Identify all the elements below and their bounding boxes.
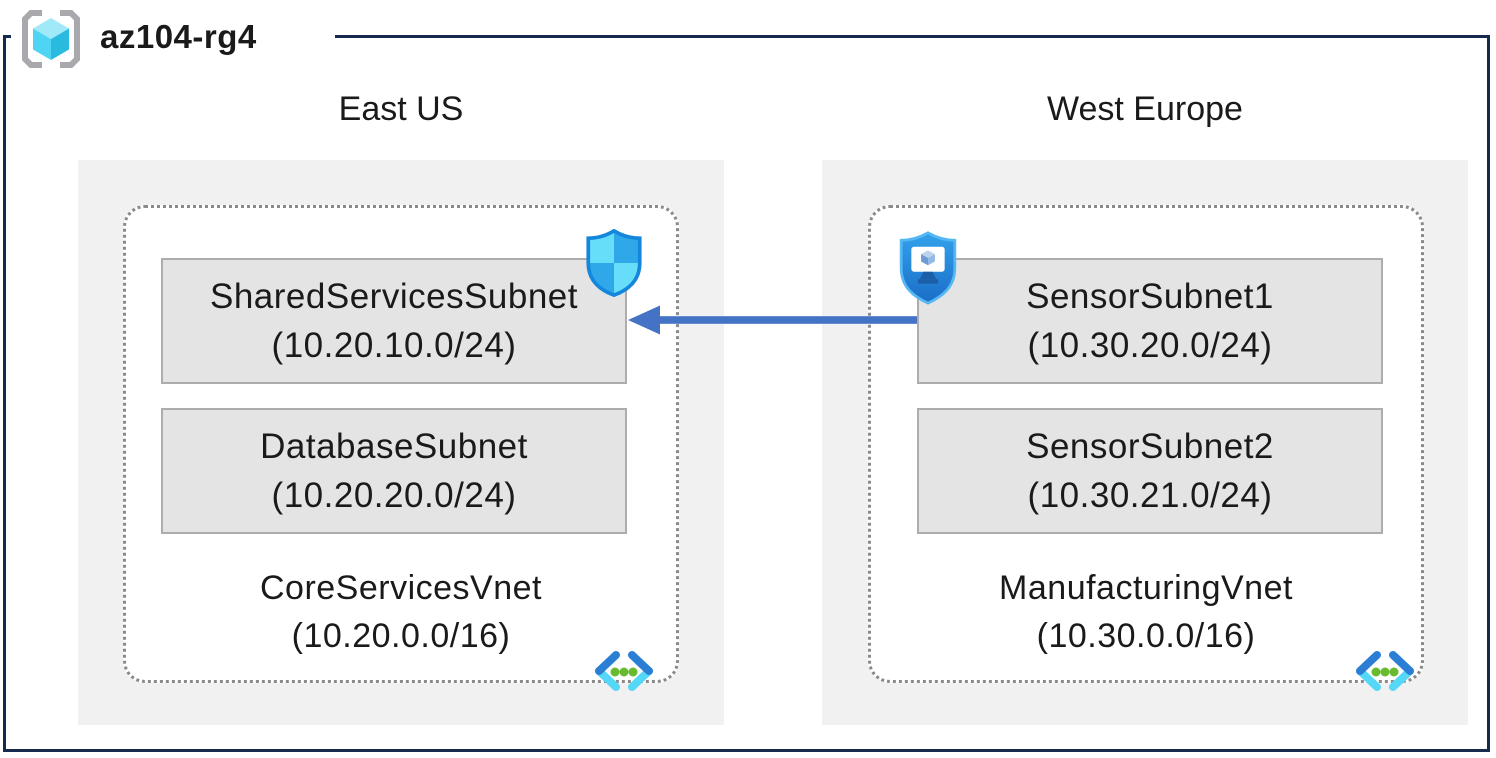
subnet-cidr: (10.30.21.0/24)	[1027, 476, 1273, 515]
peering-arrow	[622, 300, 922, 340]
subnet-cidr: (10.20.20.0/24)	[271, 476, 517, 515]
subnet-database: DatabaseSubnet (10.20.20.0/24)	[161, 408, 627, 534]
nsg-shield-icon	[584, 228, 644, 298]
region-label-east-us: East US	[338, 90, 464, 128]
vnet-cidr: (10.20.0.0/16)	[291, 617, 511, 655]
vnet-label-coreservices: CoreServicesVnet (10.20.0.0/16)	[123, 564, 679, 660]
subnet-sensor1: SensorSubnet1 (10.30.20.0/24)	[917, 258, 1383, 384]
subnet-sensor2: SensorSubnet2 (10.30.21.0/24)	[917, 408, 1383, 534]
subnet-cidr: (10.30.20.0/24)	[1027, 326, 1273, 365]
vnet-name: ManufacturingVnet	[999, 569, 1293, 607]
virtual-network-icon	[589, 645, 659, 697]
resource-group-frame	[3, 35, 1490, 752]
virtual-network-icon	[1350, 645, 1420, 697]
subnet-name: SensorSubnet1	[1026, 277, 1274, 316]
subnet-sharedservices: SharedServicesSubnet (10.20.10.0/24)	[161, 258, 627, 384]
vnet-name: CoreServicesVnet	[259, 569, 542, 607]
subnet-cidr: (10.20.10.0/24)	[271, 326, 517, 365]
subnet-name: SharedServicesSubnet	[210, 277, 578, 316]
subnet-name: SensorSubnet2	[1026, 427, 1274, 466]
vnet-cidr: (10.30.0.0/16)	[1036, 617, 1256, 655]
subnet-name: DatabaseSubnet	[260, 427, 528, 466]
resource-group-title: az104-rg4	[100, 18, 257, 55]
region-label-west-europe: West Europe	[1047, 90, 1243, 128]
vnet-label-manufacturing: ManufacturingVnet (10.30.0.0/16)	[868, 564, 1424, 660]
bastion-shield-icon	[896, 231, 960, 305]
resource-group-icon	[16, 8, 86, 70]
